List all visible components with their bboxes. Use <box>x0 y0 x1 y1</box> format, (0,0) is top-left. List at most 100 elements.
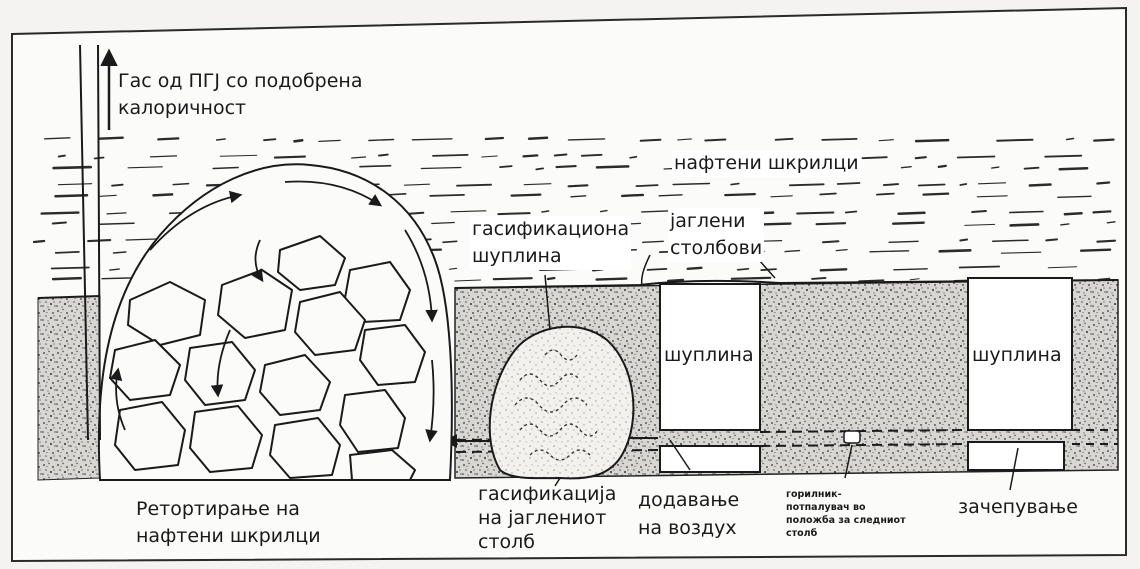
air-addition-label: додавање на воздух <box>638 486 739 542</box>
strata-dash <box>641 140 661 141</box>
strata-dash <box>498 213 529 214</box>
strata-dash <box>648 269 667 270</box>
strata-dash <box>154 194 173 195</box>
strata-dash <box>859 280 884 281</box>
cavity-label-2: шуплина <box>972 342 1062 369</box>
strata-dash <box>601 211 607 212</box>
retorting-label: Ретортирање на нафтени шкрилци <box>136 496 321 550</box>
burner-igniter-line-4: столб <box>786 527 906 540</box>
strata-dash <box>53 223 66 224</box>
gasification-cavity-line-2: шуплина <box>472 243 629 270</box>
strata-dash <box>53 278 81 279</box>
strata-dash <box>846 212 857 213</box>
gas-output-line-1: Гас од ПГЈ со подобрена <box>118 68 363 95</box>
strata-dash <box>924 194 949 195</box>
gasification-cavity-line-1: гасификациона <box>472 216 629 243</box>
retorting-line-1: Ретортирање на <box>136 496 321 523</box>
strata-dash <box>569 139 605 140</box>
strata-dash <box>776 139 793 140</box>
coal-pillars-label: јаглени столбови <box>668 208 764 262</box>
strata-dash <box>738 269 749 270</box>
strata-dash <box>659 195 682 196</box>
strata-dash <box>512 195 541 196</box>
strata-dash <box>939 166 946 167</box>
strata-dash <box>688 268 702 269</box>
strata-dash <box>54 167 91 168</box>
strata-dash <box>877 194 894 195</box>
strata-dash <box>379 155 388 156</box>
strata-dash <box>500 166 512 167</box>
strata-dash <box>158 138 178 139</box>
strata-dash <box>457 185 491 186</box>
strata-dash <box>369 140 394 141</box>
strata-dash <box>1094 140 1113 141</box>
strata-dash <box>630 157 636 158</box>
gasification-cavity-label: гасификациона шуплина <box>470 216 631 270</box>
strata-dash <box>1061 224 1069 225</box>
strata-dash <box>569 185 588 186</box>
strata-dash <box>960 240 967 241</box>
pillar-gasification-label: гасификација на јаглениот столб <box>478 482 616 554</box>
pillar-gasification-line-1: гасификација <box>478 482 616 506</box>
strata-dash <box>642 211 669 212</box>
strata-dash <box>1010 212 1043 213</box>
strata-dash <box>443 241 457 242</box>
strata-dash <box>960 184 966 185</box>
strata-dash <box>112 185 123 186</box>
strata-dash <box>548 278 555 279</box>
strata-dash <box>1081 250 1110 251</box>
strata-dash <box>731 184 739 185</box>
strata-dash <box>992 167 999 168</box>
strata-dash <box>1097 183 1109 184</box>
strata-dash <box>217 139 226 140</box>
burner-igniter-line-3: положба за следниот <box>786 514 906 527</box>
strata-dash <box>817 223 845 224</box>
strata-dash <box>1097 241 1115 242</box>
strata-dash <box>884 184 898 185</box>
burner-igniter-box <box>844 431 860 443</box>
strata-dash <box>972 211 986 212</box>
strata-dash <box>100 223 134 224</box>
burner-igniter-line-1: горилник- <box>786 488 906 501</box>
strata-dash <box>705 140 725 141</box>
strata-dash <box>536 168 543 169</box>
strata-dash <box>940 250 971 251</box>
strata-dash <box>1094 211 1111 212</box>
lower-cavity-1 <box>660 446 760 472</box>
strata-dash <box>295 140 303 141</box>
strata-dash <box>1060 168 1087 169</box>
strata-dash <box>45 138 70 139</box>
strata-dash <box>1025 168 1039 169</box>
strata-dash <box>597 279 627 280</box>
strata-dash <box>725 194 755 195</box>
strata-dash <box>797 213 833 214</box>
strata-dash <box>916 140 948 141</box>
strata-dash <box>902 167 912 168</box>
strata-dash <box>960 267 1000 268</box>
strata-dash <box>213 168 238 169</box>
strata-dash <box>1046 239 1057 240</box>
strata-dash <box>823 241 838 242</box>
oil-shale-label: нафтени шкрилци <box>672 150 861 177</box>
strata-dash <box>34 241 44 242</box>
strata-dash <box>100 138 123 139</box>
strata-dash <box>571 196 586 197</box>
strata-dash <box>785 251 799 252</box>
coal-pillars-line-1: јаглени <box>670 208 762 235</box>
strata-dash <box>56 252 79 253</box>
strata-dash <box>433 155 468 156</box>
strata-dash <box>582 155 602 156</box>
strata-dash <box>389 194 406 195</box>
strata-dash <box>822 139 857 140</box>
strata-dash <box>114 252 126 253</box>
strata-dash <box>557 166 576 167</box>
strata-dash <box>622 195 643 196</box>
strata-dash <box>1045 156 1081 157</box>
strata-dash <box>993 240 1028 241</box>
strata-dash <box>42 213 79 214</box>
strata-dash <box>863 157 887 158</box>
strata-dash <box>919 185 945 186</box>
strata-dash <box>110 269 119 270</box>
strata-dash <box>529 138 547 139</box>
retorting-line-2: нафтени шкрилци <box>136 523 321 550</box>
